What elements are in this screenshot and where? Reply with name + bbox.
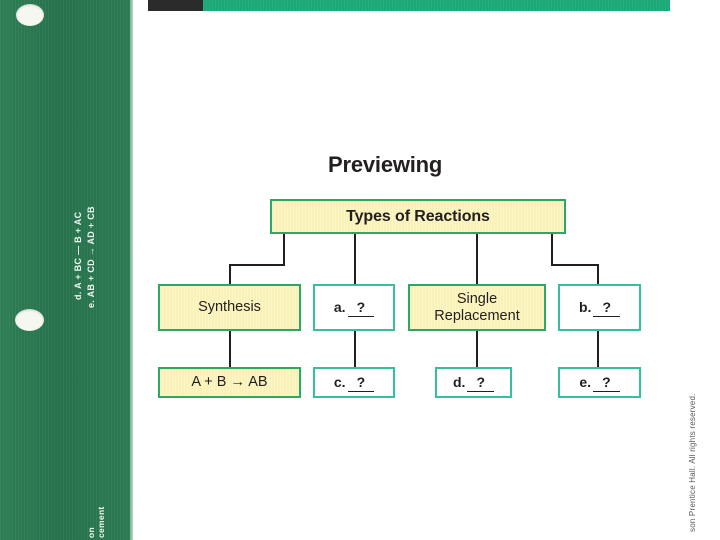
connector-root-blank-b-seg2 — [551, 264, 599, 266]
connector-root-blank-b-seg3 — [597, 264, 599, 285]
blank-letter: a. — [333, 298, 346, 315]
blank-answer-e: e.? — [579, 373, 620, 392]
node-label: Types of Reactions — [346, 207, 490, 225]
sidebar-equation-d: d. A + BC — B + AC — [73, 211, 83, 300]
node-blank-d[interactable]: d.? — [435, 367, 512, 398]
connector-root-blank-b-seg1 — [551, 234, 553, 265]
copyright-notice: son Prentice Hall. All rights reserved. — [688, 393, 697, 532]
node-label: A + B → AB — [191, 374, 268, 391]
node-blank-a[interactable]: a.? — [313, 284, 395, 331]
blank-value[interactable]: ? — [593, 374, 620, 392]
connector-root-synthesis-seg2 — [229, 264, 285, 266]
node-blank-b[interactable]: b.? — [558, 284, 641, 331]
connector-root-blank-a — [354, 234, 356, 285]
connector-root-single-replacement — [476, 234, 478, 285]
node-synthesis[interactable]: Synthesis — [158, 284, 301, 331]
header-teal-bar — [203, 0, 670, 11]
green-binder-sidebar — [0, 0, 133, 540]
node-blank-c[interactable]: c.? — [313, 367, 395, 398]
blank-value[interactable]: ? — [467, 374, 494, 392]
blank-answer-b: b.? — [579, 299, 620, 317]
blank-value[interactable]: ? — [347, 299, 375, 317]
punch-hole-icon — [16, 4, 44, 26]
blank-answer-c: c.? — [333, 373, 375, 392]
connector-blank-b-blank-e — [597, 330, 599, 368]
sidebar-equation-e: e. AB + CD → AD + CB — [86, 206, 96, 308]
connector-blank-a-blank-c — [354, 330, 356, 368]
blank-letter: e. — [579, 373, 592, 390]
sidebar-bottom-text-2: cement — [96, 506, 106, 538]
header-dark-block — [148, 0, 203, 11]
blank-value[interactable]: ? — [593, 299, 620, 317]
blank-answer-d: d.? — [453, 374, 494, 392]
node-types-of-reactions[interactable]: Types of Reactions — [270, 199, 566, 234]
node-label: Synthesis — [198, 299, 261, 316]
blank-answer-a: a.? — [333, 298, 375, 317]
page-title: Previewing — [328, 152, 443, 177]
punch-hole-icon — [15, 309, 44, 331]
sidebar-edge-highlight — [130, 0, 133, 540]
connector-root-synthesis-seg3 — [229, 264, 231, 285]
connector-root-synthesis-seg1 — [283, 234, 285, 265]
blank-letter: c. — [333, 373, 346, 390]
sidebar-bottom-text-1: on — [86, 527, 96, 538]
node-equation-a-plus-b[interactable]: A + B → AB — [158, 367, 301, 398]
node-blank-e[interactable]: e.? — [558, 367, 641, 398]
blank-letter: b. — [578, 298, 592, 315]
connector-single-replacement-blank-d — [476, 330, 478, 368]
blank-letter: d. — [452, 373, 466, 390]
connector-synthesis-equation — [229, 330, 231, 368]
blank-value[interactable]: ? — [347, 374, 375, 392]
